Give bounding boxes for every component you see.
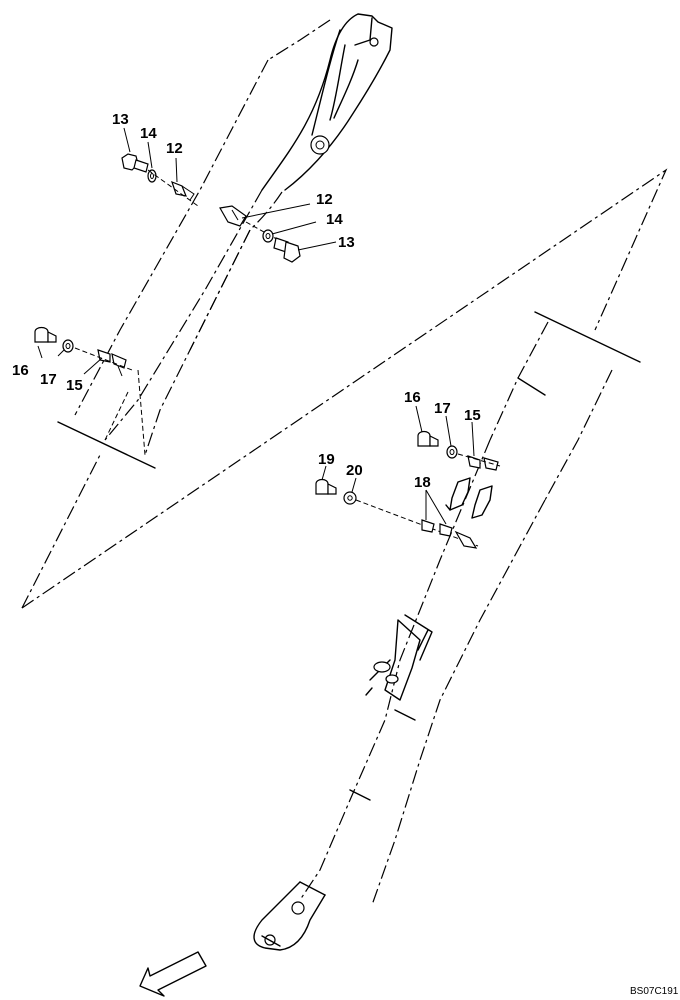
bolt-13-upper [121,153,149,173]
callout-14: 14 [326,211,343,228]
centerline-upper-left [147,169,199,207]
callout-18: 18 [414,474,431,491]
bolt-16-upper [34,326,57,343]
drawing-code: BS07C191 [630,986,679,997]
callout-13: 13 [112,111,129,128]
washer-14-upper [147,169,157,183]
centerline-mid-left [74,347,133,371]
break-triangle [21,168,668,609]
bolt-13-right [273,237,301,263]
bolt-19 [315,478,337,495]
callout-17: 17 [40,371,57,388]
callout-17: 17 [434,400,451,417]
washer-17-upper [62,339,74,353]
lower-arm-outline [253,311,641,951]
callout-16: 16 [12,362,29,379]
callout-15: 15 [464,407,481,424]
washer-17-lower [446,445,458,459]
centerline-lower-right [457,453,501,467]
clamp-18 [421,519,478,549]
callout-15: 15 [66,377,83,394]
upper-boom-outline [57,13,393,469]
callout-13: 13 [338,234,355,251]
centerline-lower-left [355,499,479,547]
clamp-12-right [219,205,247,227]
callout-12: 12 [316,191,333,208]
washer-20 [343,491,357,505]
callout-12: 12 [166,140,183,157]
callout-20: 20 [346,462,363,479]
callout-labels: 13 14 12 12 14 13 16 17 15 16 17 15 19 2… [12,111,679,997]
callout-14: 14 [140,125,157,142]
washer-14-right [262,229,274,243]
clamp-plates [445,477,493,519]
direction-arrow-icon [139,951,207,997]
bolt-16-lower [417,430,439,447]
callout-16: 16 [404,389,421,406]
callout-19: 19 [318,451,335,468]
clamp-12-upper [171,180,195,201]
leader-lines [37,127,475,525]
